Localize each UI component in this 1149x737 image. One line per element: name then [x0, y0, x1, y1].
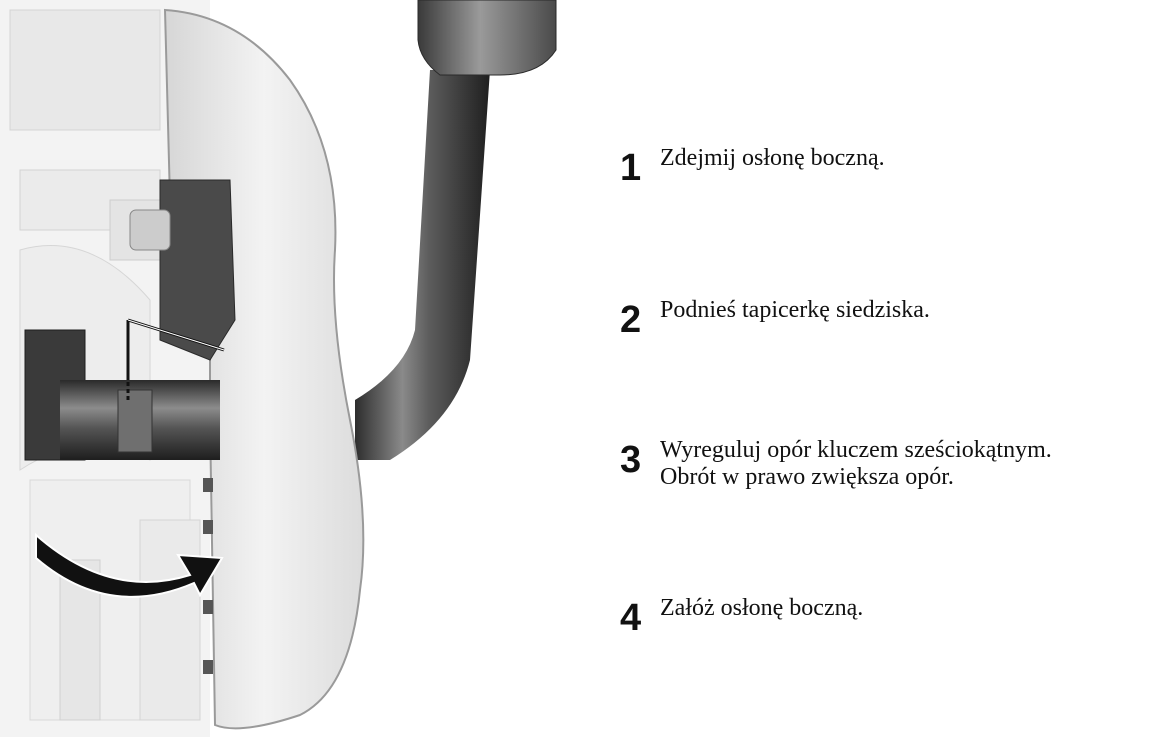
step-line: Zdejmij osłonę boczną. — [660, 145, 885, 172]
step-text: Wyreguluj opór kluczem sześciokątnym. Ob… — [660, 437, 1052, 491]
step-item-1: 1 Zdejmij osłonę boczną. — [620, 145, 885, 187]
step-line: Wyreguluj opór kluczem sześciokątnym. — [660, 437, 1052, 464]
step-number: 2 — [620, 301, 660, 339]
seat-adjustment-illustration — [0, 0, 600, 737]
step-line: Załóż osłonę boczną. — [660, 595, 863, 622]
step-line: Obrót w prawo zwiększa opór. — [660, 464, 1052, 491]
step-list: 1 Zdejmij osłonę boczną. 2 Podnieś tapic… — [620, 0, 1140, 737]
step-item-3: 3 Wyreguluj opór kluczem sześciokątnym. … — [620, 437, 1052, 491]
step-item-2: 2 Podnieś tapicerkę siedziska. — [620, 297, 930, 339]
step-number: 3 — [620, 441, 660, 479]
step-line: Podnieś tapicerkę siedziska. — [660, 297, 930, 324]
step-text: Załóż osłonę boczną. — [660, 595, 863, 622]
step-number: 1 — [620, 149, 660, 187]
step-item-4: 4 Załóż osłonę boczną. — [620, 595, 863, 637]
handle-tube — [355, 0, 556, 460]
step-text: Podnieś tapicerkę siedziska. — [660, 297, 930, 324]
step-text: Zdejmij osłonę boczną. — [660, 145, 885, 172]
step-number: 4 — [620, 599, 660, 637]
